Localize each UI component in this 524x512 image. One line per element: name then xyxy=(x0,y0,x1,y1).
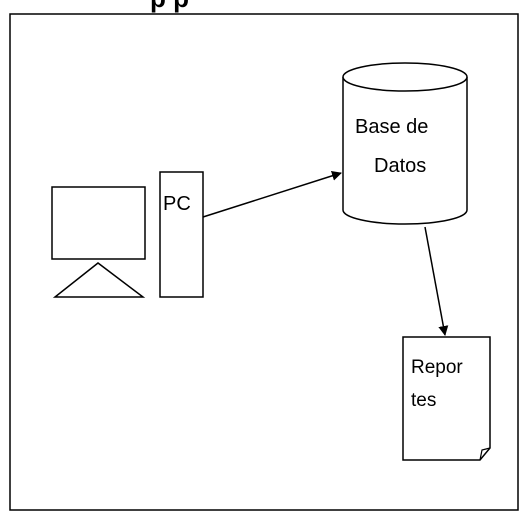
arrow-database-to-reports xyxy=(424,226,449,336)
database-top xyxy=(342,62,468,92)
reports-node: Repor tes xyxy=(402,336,491,461)
database-cylinder-icon xyxy=(342,77,468,225)
arrow-pc-to-database xyxy=(202,170,342,218)
header-partial-text: p p xyxy=(150,0,189,13)
monitor-screen xyxy=(51,186,146,260)
diagram-frame xyxy=(9,13,519,511)
reports-label-line1: Repor xyxy=(411,357,463,378)
pc-tower-node: PC xyxy=(159,171,204,298)
pc-label: PC xyxy=(163,193,191,215)
database-label-line1: Base de xyxy=(355,116,428,138)
database-label-line2: Datos xyxy=(374,155,426,177)
database-node: Base de Datos xyxy=(342,62,468,225)
monitor-icon xyxy=(51,186,146,298)
reports-label-line2: tes xyxy=(411,390,436,411)
pc-tower-icon xyxy=(159,171,204,298)
document-icon xyxy=(402,336,491,461)
monitor-stand xyxy=(52,262,146,298)
document-fold xyxy=(479,447,491,461)
